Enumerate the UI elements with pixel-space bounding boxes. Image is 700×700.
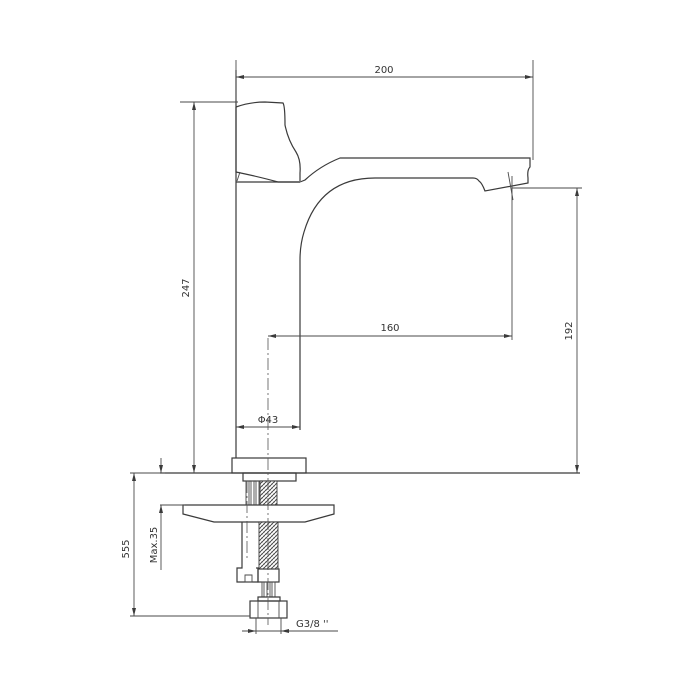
dim-body-diameter: Φ43	[236, 415, 300, 429]
dim-label-max35: Max.35	[149, 527, 160, 564]
connection-nut	[249, 600, 288, 619]
base-collar	[231, 457, 307, 474]
dim-label-247: 247	[181, 278, 192, 297]
dim-total-below-deck: 555	[121, 472, 250, 617]
base-neck	[242, 472, 297, 482]
dim-label-160: 160	[380, 323, 399, 334]
dim-overall-reach: 200	[235, 60, 534, 160]
fixing-plate	[182, 504, 335, 523]
lever-handle	[235, 101, 301, 183]
dim-label-200: 200	[374, 65, 393, 76]
dim-spout-height: 192	[512, 187, 582, 473]
spout-top	[299, 157, 531, 430]
dim-max-deck-thickness: Max.35	[149, 458, 185, 570]
dim-spout-projection: 160	[268, 171, 514, 340]
dim-label-diameter: Φ43	[258, 415, 279, 426]
dim-overall-height: 247	[180, 101, 238, 473]
flex-hose-upper	[259, 480, 278, 506]
dim-label-192: 192	[564, 321, 575, 340]
dim-label-555: 555	[121, 539, 132, 558]
dim-connection-thread: G3/8 ''	[242, 618, 338, 634]
flex-hose-lower	[258, 521, 279, 570]
mounting-assembly	[160, 338, 580, 625]
faucet-body	[231, 70, 531, 482]
dim-label-thread: G3/8 ''	[296, 619, 329, 630]
